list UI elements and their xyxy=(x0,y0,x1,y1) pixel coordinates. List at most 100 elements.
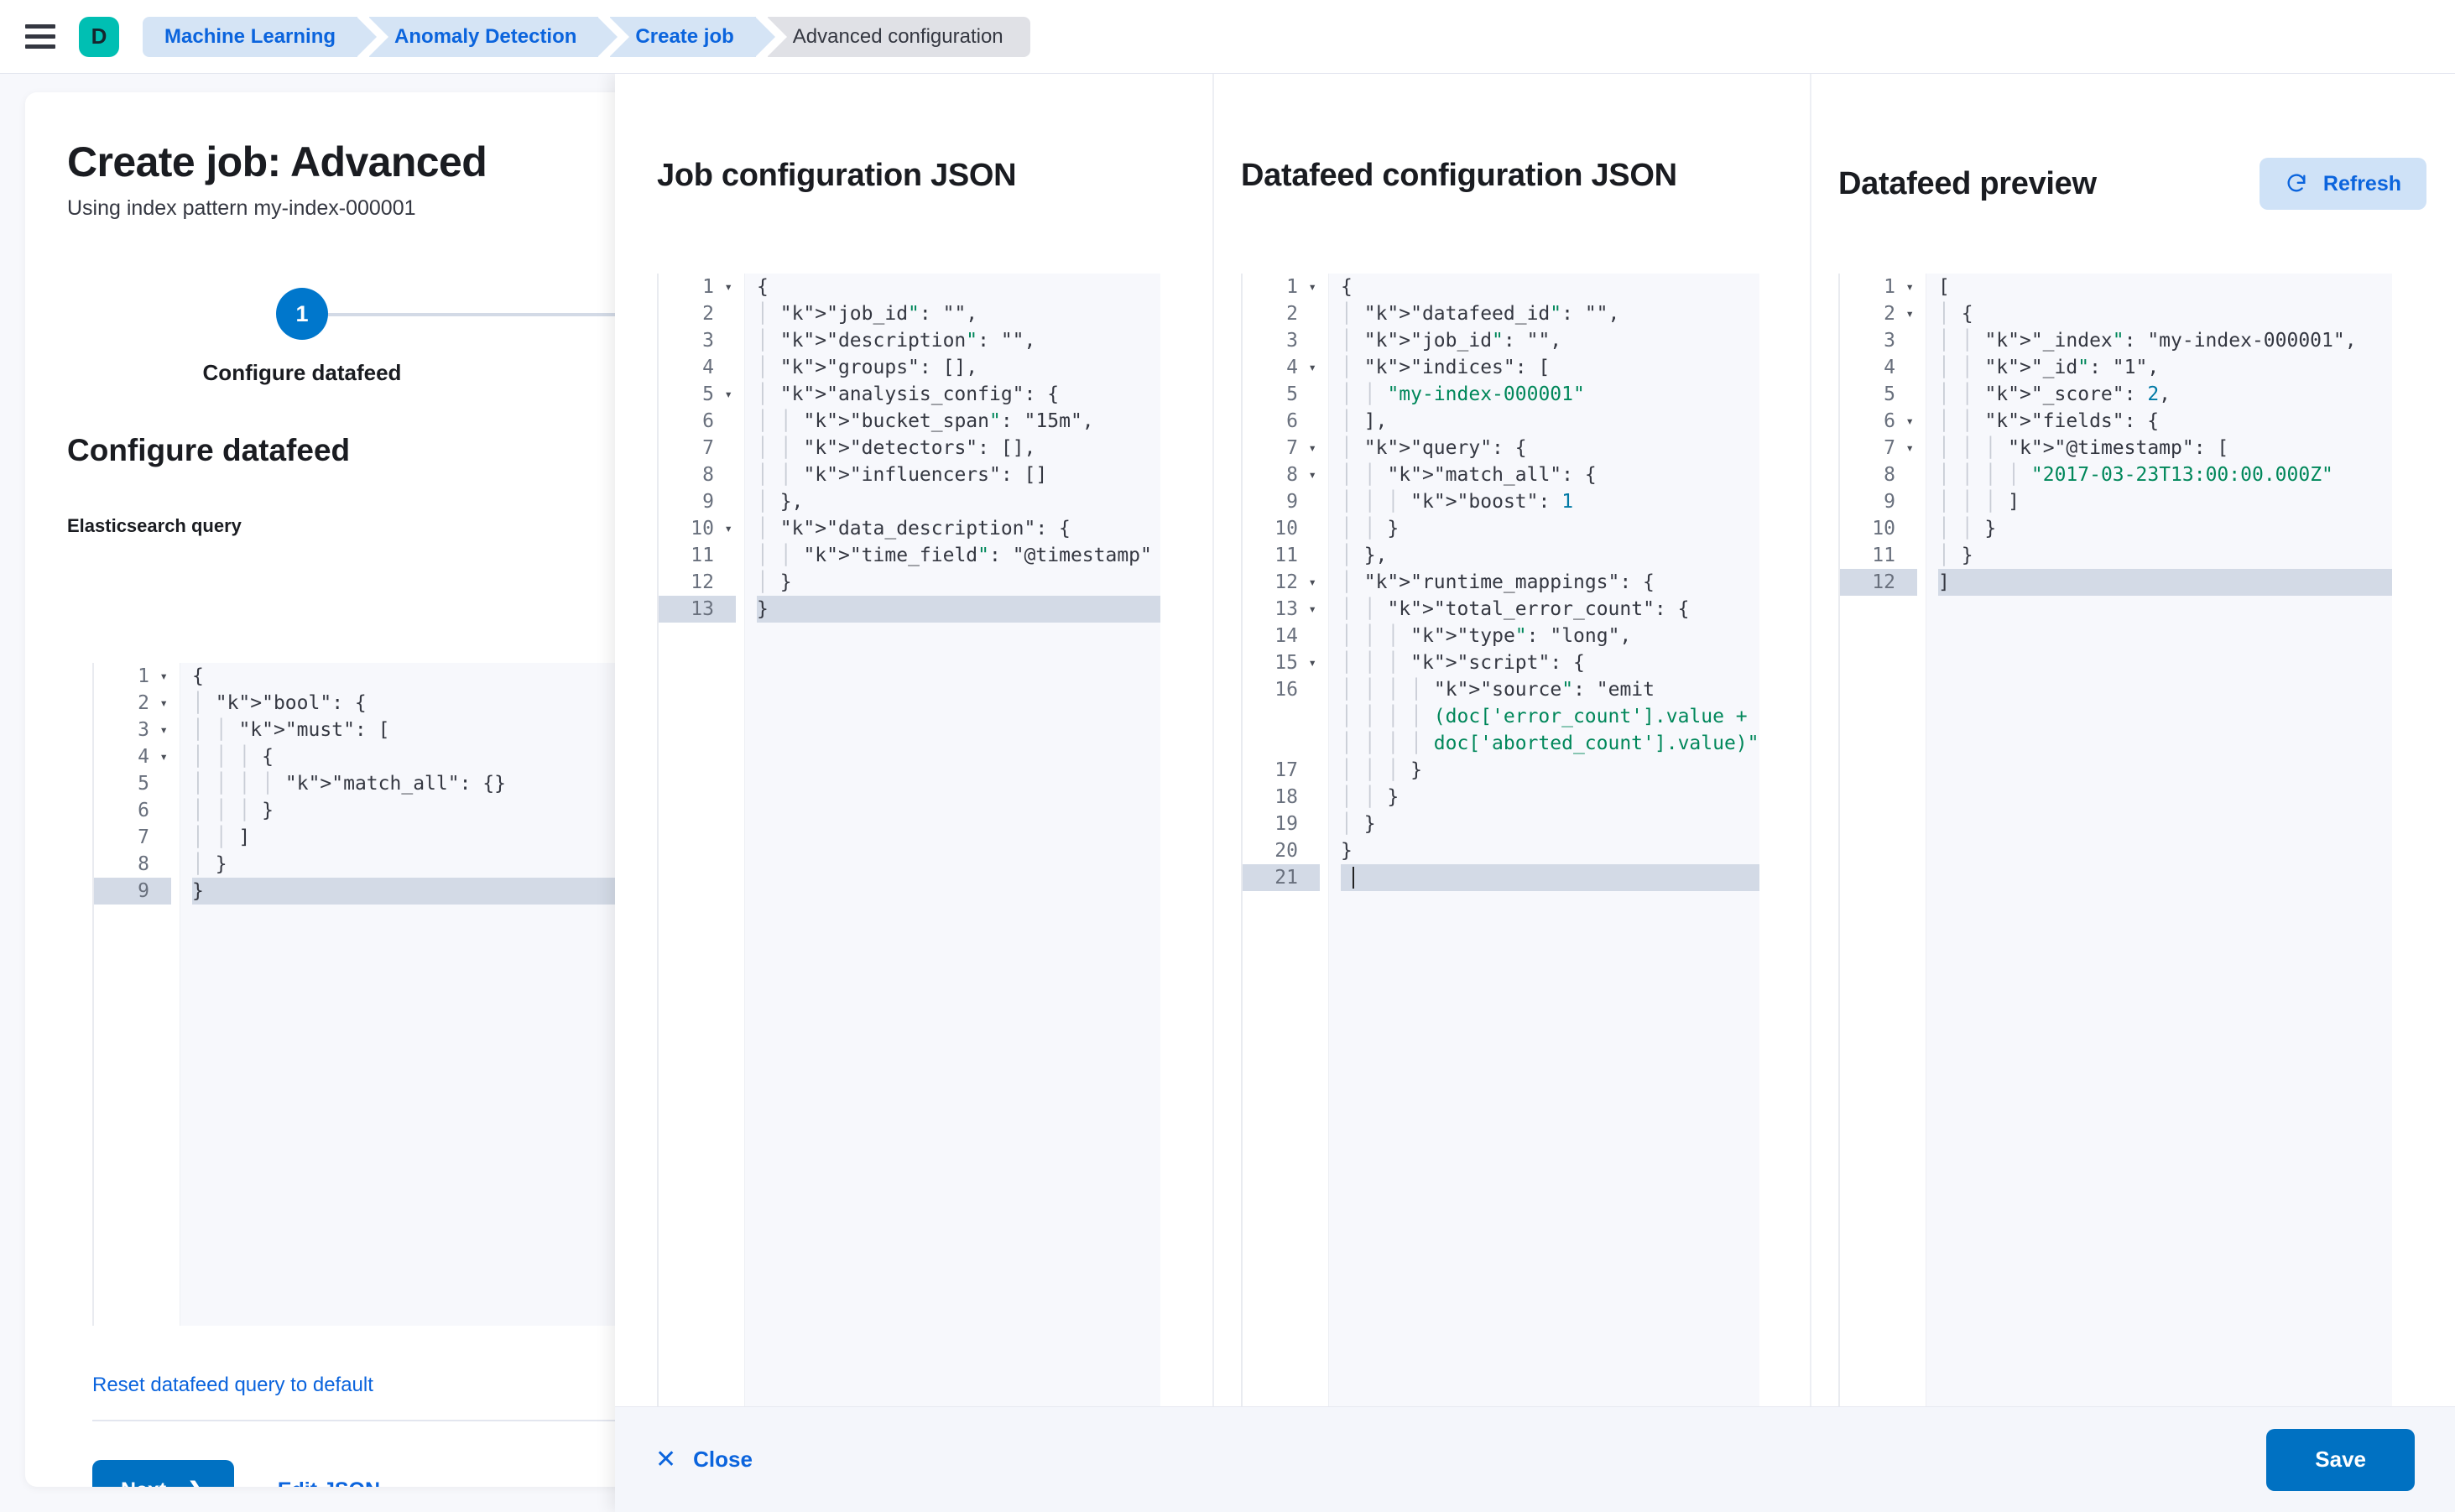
editor-line-number: 10 xyxy=(1872,518,1895,540)
editor-line-number: 11 xyxy=(691,545,714,566)
breadcrumb-item-advanced-configuration[interactable]: Advanced configuration xyxy=(766,16,1030,57)
editor-line-number: 20 xyxy=(1274,840,1298,862)
pane-divider xyxy=(1212,74,1214,1406)
fold-arrow-icon[interactable]: ▾ xyxy=(1308,279,1316,295)
save-button[interactable]: Save xyxy=(2266,1428,2415,1491)
editor-code-line: │ } xyxy=(1341,813,1376,835)
editor-code-line: │ "k">"description": "", xyxy=(757,330,1036,352)
stepper-step-1-circle[interactable]: 1 xyxy=(276,288,328,340)
fold-arrow-icon[interactable]: ▾ xyxy=(1308,359,1316,375)
editor-code-line: │ "k">"bool": { xyxy=(192,692,367,714)
editor-code-line: │ "k">"data_description": { xyxy=(757,518,1071,540)
next-button[interactable]: Next ❯ xyxy=(92,1460,234,1487)
editor-line-number: 8 xyxy=(1884,464,1895,486)
reset-datafeed-query-link[interactable]: Reset datafeed query to default xyxy=(92,1374,373,1396)
pane-datafeed-header: Datafeed configuration JSON xyxy=(1241,158,1810,194)
editor-code-line: │ │ │ ] xyxy=(1938,491,2020,513)
editor-line-number: 6 xyxy=(138,800,149,821)
editor-code-line: │ │ │ │ "k">"match_all": {} xyxy=(192,773,506,795)
editor-code-area[interactable]: {│ "k">"datafeed_id": "",│ "k">"job_id":… xyxy=(1328,274,1759,1440)
editor-code-line: { xyxy=(1341,276,1353,298)
editor-line-number: 7 xyxy=(138,826,149,848)
editor-code-line: │ "k">"indices": [ xyxy=(1341,357,1551,378)
editor-code-line: │ ], xyxy=(1341,410,1388,432)
create-job-wizard-card: Create job: Advanced Using index pattern… xyxy=(25,92,663,1487)
editor-code-line: │ │ } xyxy=(1341,786,1400,808)
editor-code-line: │ │ ] xyxy=(192,826,251,848)
fold-arrow-icon[interactable]: ▾ xyxy=(1308,574,1316,590)
editor-line-number: 4▾ xyxy=(1243,354,1320,381)
breadcrumb-item-anomaly-detection[interactable]: Anomaly Detection xyxy=(368,16,618,57)
editor-code-line: │ "k">"groups": [], xyxy=(757,357,978,378)
editor-line-number: 5 xyxy=(1286,383,1298,405)
editor-code-area[interactable]: {│ "k">"bool": {│ │ "k">"must": [│ │ │ {… xyxy=(180,663,663,1326)
elasticsearch-query-label: Elasticsearch query xyxy=(67,515,242,536)
fold-arrow-icon[interactable]: ▾ xyxy=(724,386,732,402)
breadcrumb-item-create-job[interactable]: Create job xyxy=(609,16,776,57)
editor-line-number: 2▾ xyxy=(94,690,171,717)
editor-code-line: │ │ "k">"detectors": [], xyxy=(757,437,1036,459)
editor-code-area[interactable]: [│ {│ │ "k">"_index": "my-index-000001",… xyxy=(1926,274,2392,1440)
editor-code-line: { xyxy=(757,276,769,298)
hamburger-menu-icon[interactable] xyxy=(25,23,60,51)
editor-code-line: │ { xyxy=(1938,303,1973,325)
editor-line-number: 19 xyxy=(1274,813,1298,835)
pane-preview-title: Datafeed preview xyxy=(1838,165,2097,201)
editor-code-line xyxy=(1341,864,1759,891)
editor-line-number: 2▾ xyxy=(1840,300,1917,327)
fold-arrow-icon[interactable]: ▾ xyxy=(1905,305,1914,321)
fold-arrow-icon[interactable]: ▾ xyxy=(159,722,168,738)
editor-line-number: 3 xyxy=(1884,330,1895,352)
editor-code-area[interactable]: {│ "k">"job_id": "",│ "k">"description":… xyxy=(744,274,1160,1440)
fold-arrow-icon[interactable]: ▾ xyxy=(1905,413,1914,429)
editor-code-line: ] xyxy=(1938,569,2392,596)
fold-arrow-icon[interactable]: ▾ xyxy=(1308,467,1316,482)
fold-arrow-icon[interactable]: ▾ xyxy=(1308,601,1316,617)
editor-code-line: │ │ │ "k">"@timestamp": [ xyxy=(1938,437,2229,459)
fold-arrow-icon[interactable]: ▾ xyxy=(1905,279,1914,295)
fold-arrow-icon[interactable]: ▾ xyxy=(1905,440,1914,456)
editor-line-number: 9 xyxy=(702,491,714,513)
fold-arrow-icon[interactable]: ▾ xyxy=(724,279,732,295)
editor-line-number: 17 xyxy=(1274,759,1298,781)
editor-code-line: │ │ "k">"_id": "1", xyxy=(1938,357,2160,378)
fold-arrow-icon[interactable]: ▾ xyxy=(1308,654,1316,670)
editor-code-line: } xyxy=(192,878,663,905)
fold-arrow-icon[interactable]: ▾ xyxy=(159,695,168,711)
editor-code-line: [ xyxy=(1938,276,1950,298)
edit-json-link[interactable]: Edit JSON xyxy=(278,1478,380,1488)
fold-arrow-icon[interactable]: ▾ xyxy=(159,748,168,764)
editor-code-line: │ "k">"job_id": "", xyxy=(1341,330,1562,352)
page-title: Create job: Advanced xyxy=(67,138,487,185)
editor-code-line: │ │ │ │ "k">"source": "emit│ │ │ │ (doc[… xyxy=(1341,679,1759,754)
refresh-button[interactable]: Refresh xyxy=(2259,158,2426,210)
fold-arrow-icon[interactable]: ▾ xyxy=(1308,440,1316,456)
editor-line-number: 7▾ xyxy=(1840,435,1917,461)
editor-line-number: 9 xyxy=(1884,491,1895,513)
breadcrumb-item-machine-learning[interactable]: Machine Learning xyxy=(143,16,378,57)
editor-line-number: 2 xyxy=(702,303,714,325)
hamburger-bar xyxy=(25,24,55,29)
editor-line-number: 10 xyxy=(1274,518,1298,540)
space-avatar[interactable]: D xyxy=(79,16,119,57)
editor-code-line: │ } xyxy=(757,571,792,593)
refresh-button-label: Refresh xyxy=(2322,171,2401,196)
editor-line-number: 2 xyxy=(1286,303,1298,325)
editor-line-number: 1▾ xyxy=(1840,274,1917,300)
fold-arrow-icon[interactable]: ▾ xyxy=(159,668,168,684)
close-icon: ✕ xyxy=(655,1446,677,1473)
page-subtitle: Using index pattern my-index-000001 xyxy=(67,196,416,220)
editor-line-number: 12 xyxy=(1840,569,1917,596)
fold-arrow-icon[interactable]: ▾ xyxy=(724,520,732,536)
pane-datafeed-title: Datafeed configuration JSON xyxy=(1241,158,1677,193)
editor-code-line: │ │ │ } xyxy=(1341,759,1422,781)
close-button[interactable]: ✕ Close xyxy=(655,1445,753,1474)
breadcrumb: Machine Learning Anomaly Detection Creat… xyxy=(143,16,1030,57)
